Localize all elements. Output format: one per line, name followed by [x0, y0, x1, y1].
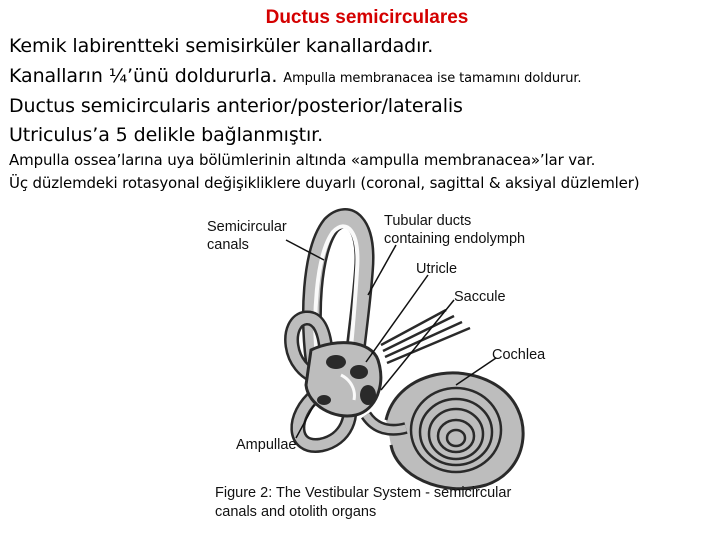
slide-title: Ductus semicirculares — [265, 7, 469, 28]
label-tubular-ducts: Tubular ducts containing endolymph — [384, 213, 526, 247]
vestibular-system-figure: Semicircular canals Tubular ducts contai… — [196, 200, 556, 500]
ampulla-dark-1 — [326, 355, 346, 369]
label-utricle: Utricle — [416, 261, 458, 277]
text-line-4: Utriculus’a 5 delikle bağlanmıştır. — [9, 124, 324, 146]
ampulla-dark-3 — [360, 385, 376, 405]
text-line-6: Üç düzlemdeki rotasyonal değişikliklere … — [9, 174, 640, 192]
figure-caption-line-1: Figure 2: The Vestibular System - semici… — [215, 485, 512, 501]
label-cochlea: Cochlea — [492, 347, 546, 363]
label-saccule: Saccule — [454, 289, 506, 305]
text-line-3: Ductus semicircularis anterior/posterior… — [9, 95, 463, 117]
text-line-1: Kemik labirentteki semisirküler kanallar… — [9, 35, 434, 57]
text-line-2: Kanalların ¼’ünü doldururla. Ampulla mem… — [9, 65, 582, 87]
vestibular-illustration — [284, 208, 525, 491]
label-semicircular-canals: Semicircular canals — [207, 219, 287, 253]
figure-caption-line-2: canals and otolith organs — [215, 504, 377, 520]
text-line-5: Ampulla ossea’larına uya bölümlerinin al… — [9, 151, 596, 169]
text-line-2-small: Ampulla membranacea ise tamamını dolduru… — [283, 71, 582, 86]
figure-caption: Figure 2: The Vestibular System - semici… — [215, 484, 511, 522]
ampulla-dark-4 — [317, 395, 331, 405]
label-ampullae: Ampullae — [236, 437, 297, 453]
text-line-2-main: Kanalların ¼’ünü doldururla. — [9, 65, 278, 87]
ampulla-dark-2 — [350, 365, 368, 379]
